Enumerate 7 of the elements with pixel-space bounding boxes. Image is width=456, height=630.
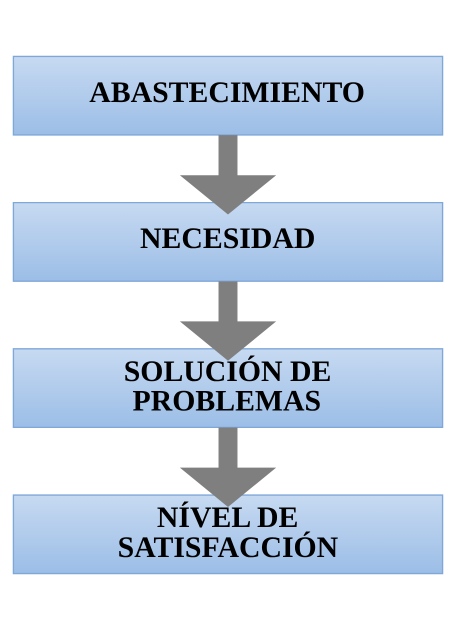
- arrow: [180, 281, 276, 361]
- arrow: [180, 135, 276, 215]
- node-box: SOLUCIÓN DE PROBLEMAS: [12, 348, 444, 428]
- node-box: NÍVEL DE SATISFACCIÓN: [12, 494, 444, 574]
- node-box: NECESIDAD: [12, 202, 444, 282]
- node-box: ABASTECIMIENTO: [12, 56, 444, 136]
- arrow: [180, 428, 276, 507]
